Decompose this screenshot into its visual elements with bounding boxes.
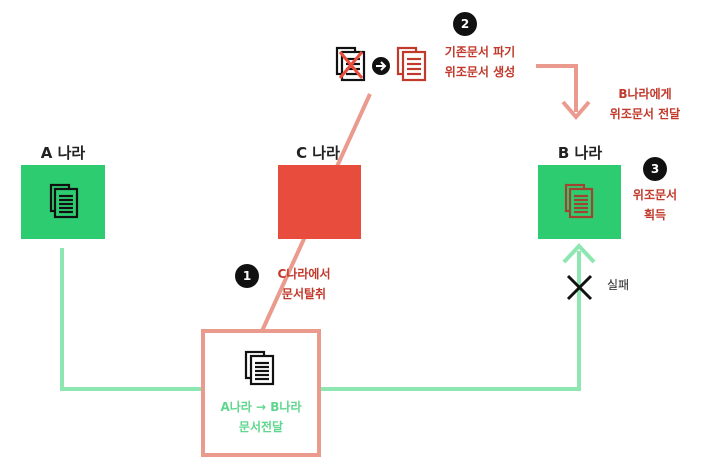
deliver-b-line2: 위조문서 전달 (609, 107, 681, 121)
node-b-box (538, 165, 621, 239)
deliver-b-line1: B나라에게 (618, 87, 672, 101)
step-two-text: 기존문서 파기 위조문서 생성 (430, 42, 530, 82)
step-three-text: 위조문서 획득 (620, 185, 690, 225)
step-one-line1: C나라에서 (277, 267, 331, 281)
node-a-label: A 나라 (40, 144, 86, 162)
green-arrowhead (562, 243, 596, 264)
transfer-text: A나라 → B나라 문서전달 (205, 397, 317, 437)
step-two-line1: 기존문서 파기 (444, 45, 516, 59)
transfer-line2: 문서전달 (238, 420, 284, 434)
step-two-line2: 위조문서 생성 (444, 65, 516, 79)
transfer-document-icon (244, 350, 275, 386)
step-three-badge: 3 (643, 157, 667, 181)
node-a-box (21, 165, 105, 239)
fail-x-icon (566, 274, 593, 301)
step-two-icons (335, 46, 427, 82)
node-c-box (278, 165, 361, 239)
transfer-line1: A나라 → B나라 (220, 400, 302, 414)
salmon-arrowhead (561, 100, 591, 121)
new-document-icon (396, 46, 427, 82)
node-c-label: C 나라 (296, 144, 340, 162)
cross-icon (338, 51, 364, 79)
step-one-text: C나라에서 문서탈취 (262, 264, 346, 304)
forged-document-icon (564, 183, 594, 219)
transfer-box: A나라 → B나라 문서전달 (201, 329, 321, 457)
salmon-deliver-path (536, 64, 578, 112)
step-three-line1: 위조문서 (632, 188, 678, 202)
step-three-line2: 획득 (643, 208, 667, 222)
arrow-circle-icon (372, 57, 390, 75)
fail-label: 실패 (607, 278, 630, 292)
step-one-line2: 문서탈취 (281, 287, 327, 301)
document-icon (49, 183, 79, 219)
deliver-b-text: B나라에게 위조문서 전달 (590, 84, 700, 124)
step-one-badge: 1 (235, 264, 259, 288)
step-two-badge: 2 (453, 12, 477, 36)
node-b-label: B 나라 (557, 144, 603, 162)
